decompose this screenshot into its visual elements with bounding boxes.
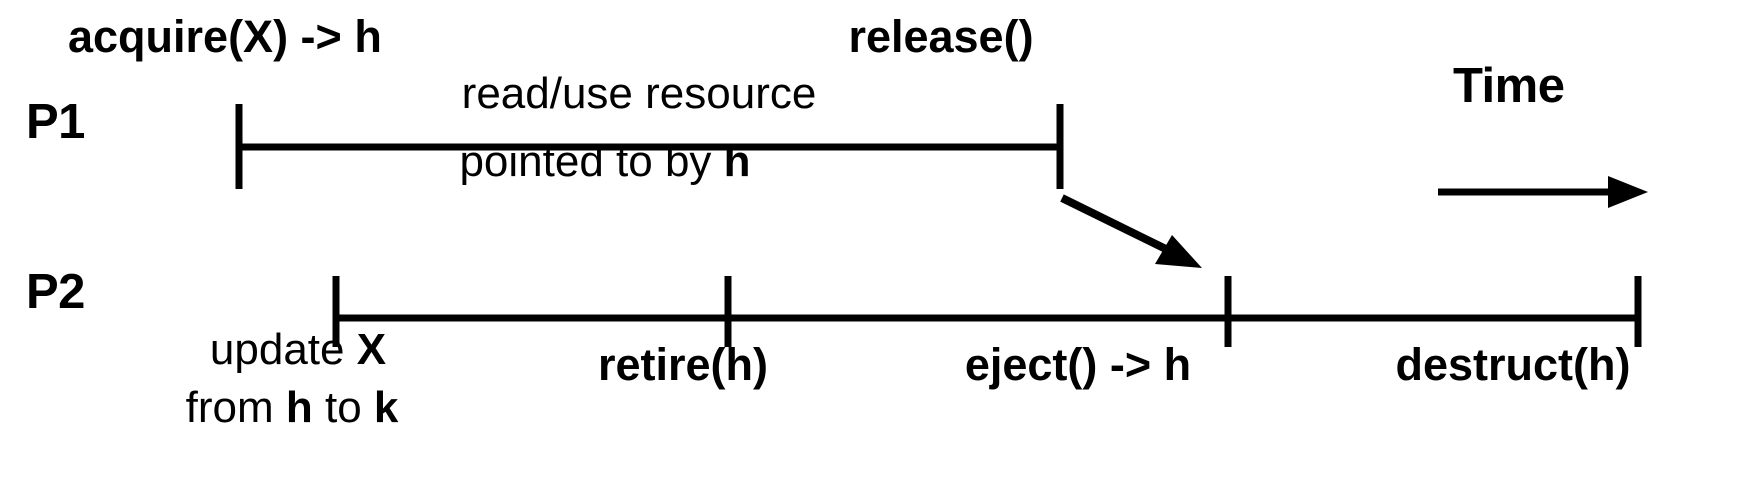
event-label-eject: eject() -> h: [964, 339, 1192, 390]
p2-timeline: [332, 276, 1642, 347]
p1-description-line1: read/use resource: [462, 72, 817, 116]
update-label-prefix: update: [209, 325, 357, 374]
event-label-update-line1: update X: [210, 328, 386, 372]
update-label-resource: X: [356, 325, 387, 374]
p1-description-line1-text: read/use resource: [461, 69, 817, 118]
p1-description-line2-prefix: pointed to by: [459, 137, 724, 186]
time-arrow: [1438, 176, 1648, 208]
p1-description-line2: pointed to by h: [459, 140, 750, 184]
update-label-from: from: [185, 383, 286, 432]
event-label-update-line2: from h to k: [186, 386, 399, 430]
update-label-new-handle: k: [373, 383, 399, 432]
update-label-old-handle: h: [285, 383, 313, 432]
event-label-acquire: acquire(X) -> h: [68, 11, 382, 62]
lane-label-p1: P1: [26, 95, 85, 149]
update-label-to: to: [312, 383, 374, 432]
release-to-eject-arrow: [1060, 194, 1202, 268]
lane-label-p2: P2: [26, 265, 85, 319]
time-arrow-head: [1608, 176, 1648, 208]
event-label-retire: retire(h): [597, 339, 769, 390]
connector-shaft: [1060, 194, 1180, 259]
event-label-release: release(): [848, 11, 1034, 62]
time-axis-label: Time: [1453, 59, 1565, 113]
p1-description-line2-emphasis: h: [723, 137, 751, 186]
connector-arrowhead: [1155, 235, 1202, 268]
event-label-destruct: destruct(h): [1395, 339, 1631, 390]
